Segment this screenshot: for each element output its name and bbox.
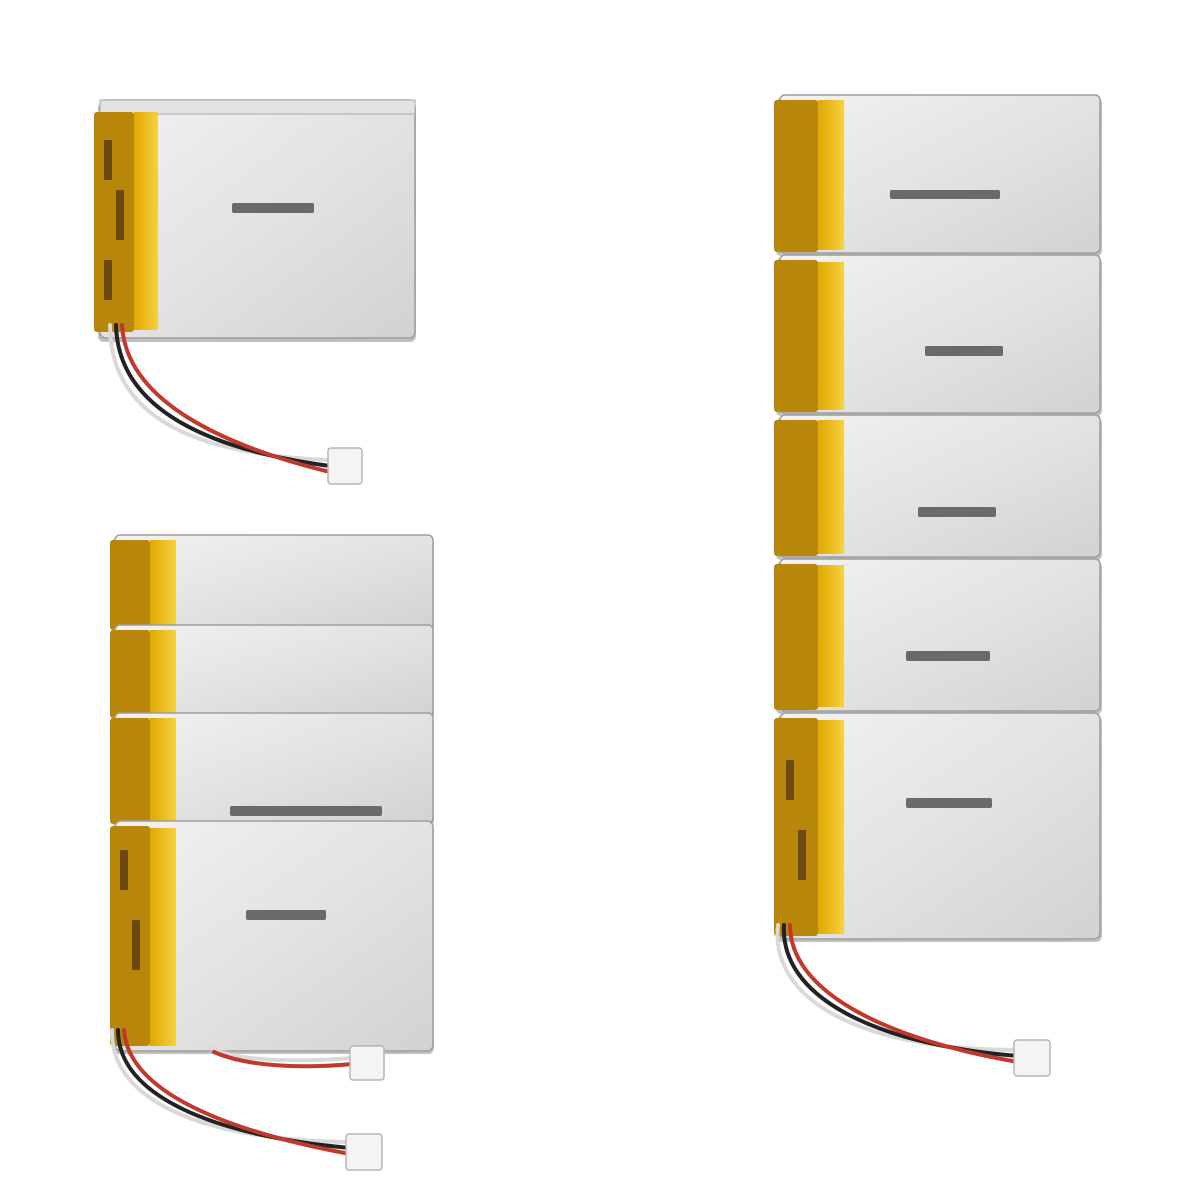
protection-pcb (94, 112, 134, 332)
stack-of-four (109, 534, 434, 1171)
printed-marking (232, 203, 314, 213)
single-battery (94, 99, 416, 485)
kapton-tape (134, 112, 158, 330)
stack-of-five (774, 94, 1102, 1077)
jst-connector (327, 447, 363, 485)
